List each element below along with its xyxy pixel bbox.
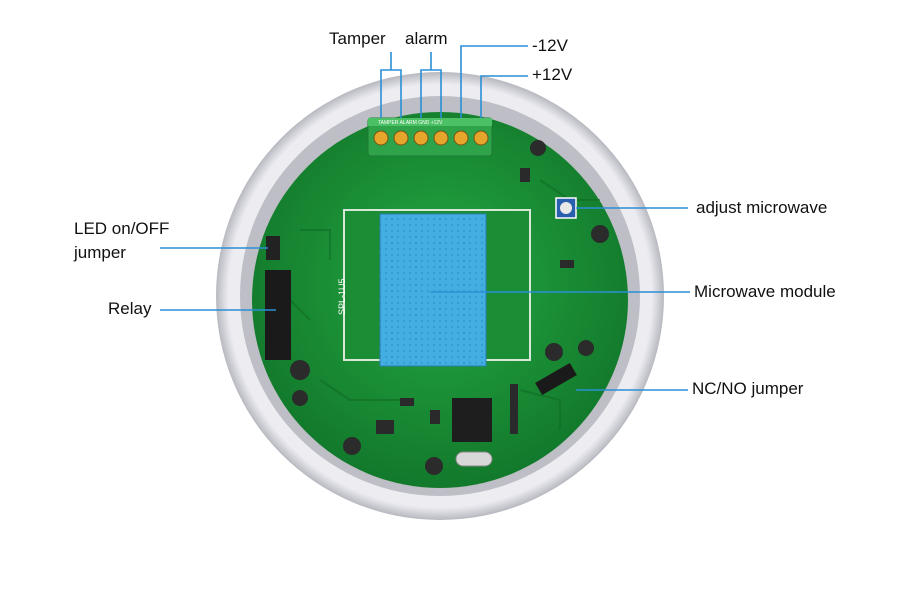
label-alarm: alarm <box>405 29 448 48</box>
leader-lines <box>160 45 690 391</box>
microwave-module: SPL-1U5 <box>337 209 531 367</box>
label-led-jumper-2: jumper <box>74 243 126 262</box>
label-microwave-module: Microwave module <box>694 282 836 301</box>
smd-parts <box>376 168 574 434</box>
terminal-block: TAMPER ALARM GND +12V <box>367 117 493 157</box>
terminal-text: TAMPER ALARM GND +12V <box>378 120 443 126</box>
label-adjust-microwave: adjust microwave <box>696 198 828 217</box>
ncno-jumper-component <box>535 362 577 396</box>
label-minus-12v: -12V <box>532 36 568 55</box>
ic-chip <box>452 398 492 442</box>
label-led-jumper-1: LED on/OFF <box>74 219 170 238</box>
led-jumper-component <box>266 236 280 260</box>
module-text: SPL-1U5 <box>337 278 347 315</box>
capacitors <box>290 140 609 475</box>
pcb-traces <box>289 179 600 430</box>
label-relay: Relay <box>108 299 152 318</box>
label-plus-12v: +12V <box>532 65 573 84</box>
label-tamper: Tamper <box>329 29 386 48</box>
crystal <box>455 451 493 467</box>
relay-component <box>265 270 291 360</box>
label-ncno-jumper: NC/NO jumper <box>692 379 804 398</box>
